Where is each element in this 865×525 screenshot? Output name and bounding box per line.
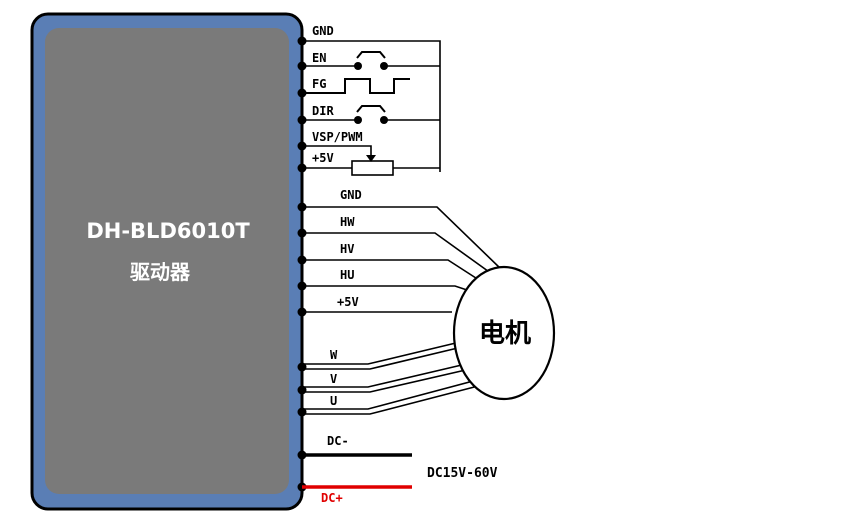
driver-panel — [45, 28, 289, 494]
dir-contact-right — [380, 116, 388, 124]
pin-label-en: EN — [312, 51, 326, 65]
en-button-switch — [354, 51, 388, 70]
pot-wiper-arrow — [366, 155, 376, 162]
en-actuator — [356, 51, 386, 59]
pin-label-hw: HW — [340, 215, 355, 229]
motor-body — [452, 265, 556, 401]
motor-label: 电机 — [479, 319, 531, 349]
wire-w-b — [302, 346, 463, 370]
pin-label-gnd-ctrl: GND — [312, 24, 334, 38]
pin-label-fg: FG — [312, 77, 326, 91]
wire-gnd-hall — [302, 206, 503, 271]
pin-label-gnd-hall: GND — [340, 188, 362, 202]
potentiometer — [351, 155, 394, 176]
wire-hv — [302, 259, 480, 281]
dir-actuator — [356, 105, 386, 113]
wire-hu — [302, 285, 468, 291]
hall-wiring — [302, 206, 503, 313]
wire-u-a — [302, 379, 478, 410]
phase-wiring — [302, 341, 483, 415]
pin-label-vsp: VSP/PWM — [312, 130, 363, 144]
pin-label-5v-ctrl: +5V — [312, 151, 334, 165]
phase-pin-labels: W V U — [330, 348, 338, 408]
wire-v-b — [302, 368, 471, 393]
pin-label-hu: HU — [340, 268, 354, 282]
dir-contact-left — [354, 116, 362, 124]
pin-label-u: U — [330, 394, 337, 408]
wire-u-b — [302, 384, 483, 415]
pin-label-5v-hall: +5V — [337, 295, 359, 309]
driver-subtitle: 驱动器 — [130, 260, 191, 284]
wire-w-a — [302, 341, 461, 365]
hall-pin-labels: GND HW HV HU +5V — [337, 188, 362, 309]
supply-label: DC15V-60V — [427, 466, 498, 481]
control-pin-labels: GND EN FG DIR VSP/PWM +5V — [312, 24, 363, 165]
pin-label-dc-plus: DC+ — [321, 491, 343, 505]
en-contact-right — [380, 62, 388, 70]
wire-v-a — [302, 363, 467, 388]
fg-pulse-waveform — [302, 78, 410, 94]
pot-body — [351, 160, 394, 176]
wire-hw — [302, 232, 493, 275]
pin-label-w: W — [330, 348, 338, 362]
en-contact-left — [354, 62, 362, 70]
pin-label-hv: HV — [340, 242, 354, 256]
pin-label-dc-minus: DC- — [327, 434, 349, 448]
power-pin-labels: DC- DC+ — [321, 434, 349, 505]
wire-gnd-ctrl — [302, 40, 441, 172]
pin-label-dir: DIR — [312, 104, 334, 118]
pin-label-v: V — [330, 372, 337, 386]
driver-title: DH-BLD6010T — [86, 219, 250, 243]
dir-button-switch — [354, 105, 388, 124]
